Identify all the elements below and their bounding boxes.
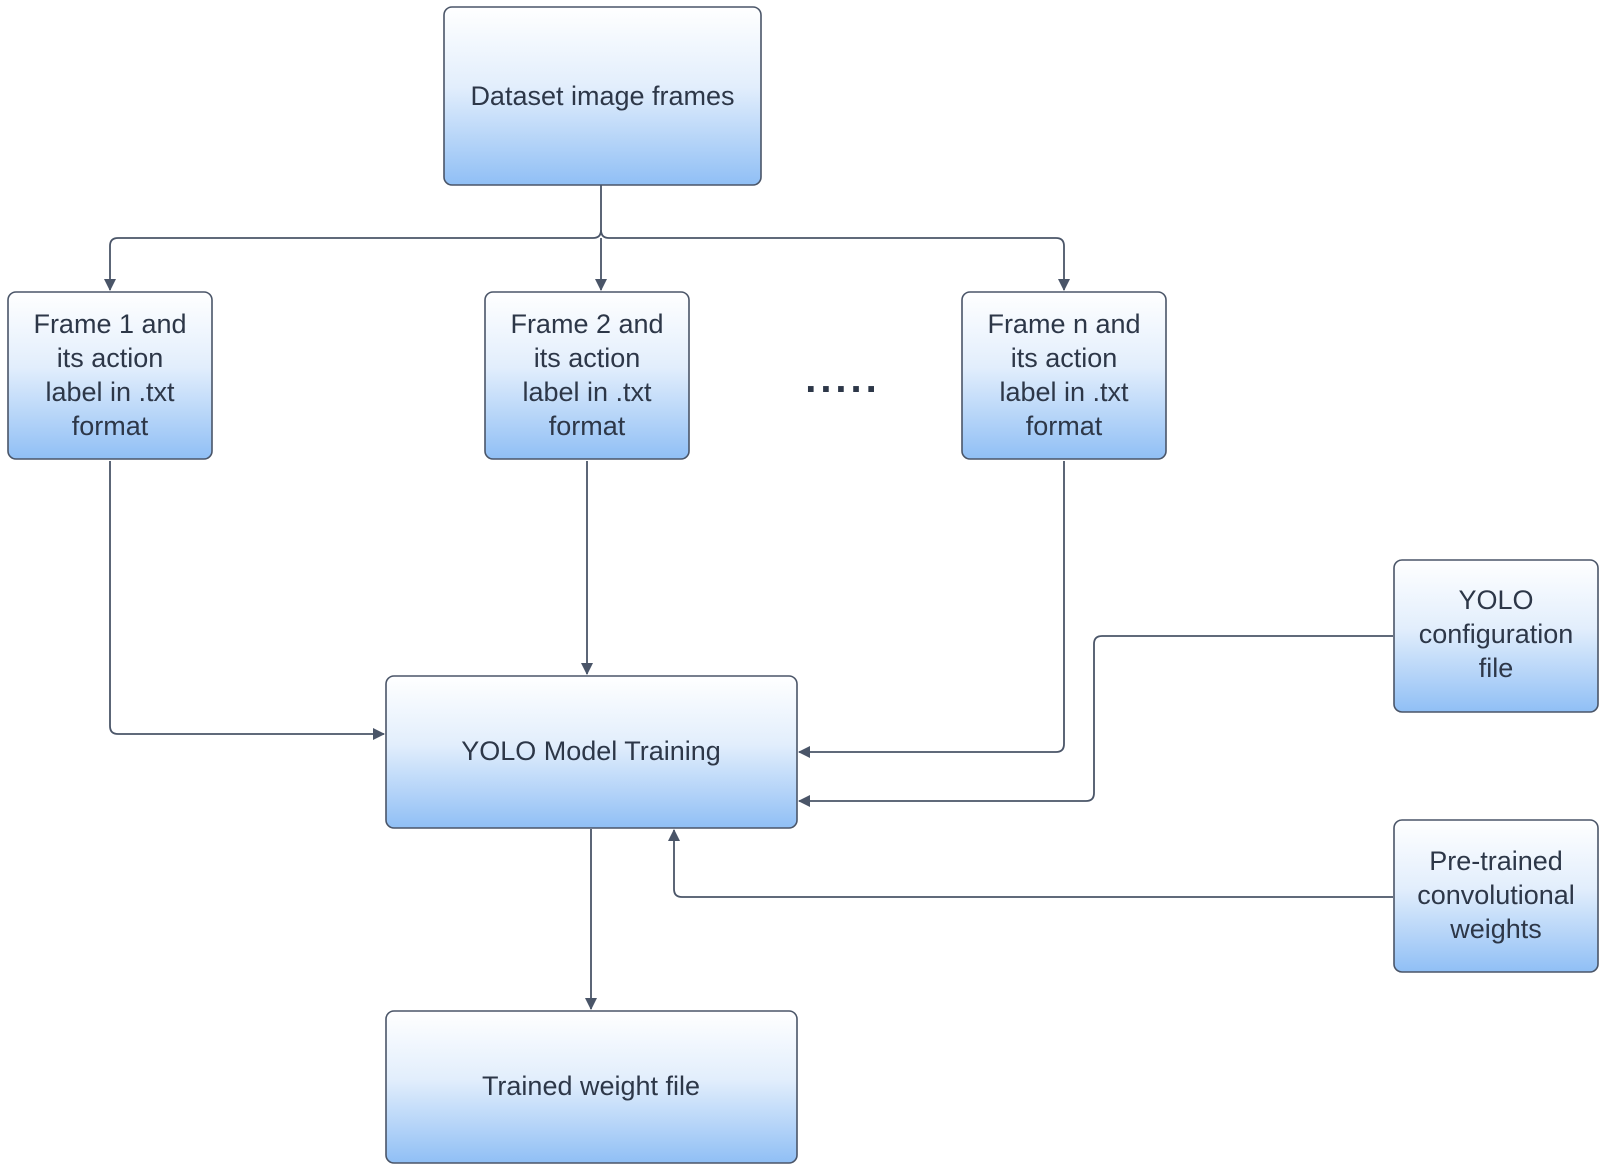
node-training: YOLO Model Training — [385, 675, 798, 829]
node-frame2: Frame 2 and its action label in .txt format — [484, 291, 690, 460]
node-config-label: YOLO configuration file — [1419, 585, 1574, 683]
node-training-label: YOLO Model Training — [461, 736, 721, 766]
frame2-label-line: format — [549, 411, 626, 441]
node-dataset-label: Dataset image frames — [470, 81, 734, 111]
frame1-label-line: label in .txt — [45, 377, 175, 407]
training-label-line: YOLO Model Training — [461, 736, 721, 766]
edge-config-to-training — [798, 635, 1393, 807]
pretrained-label-line: weights — [1449, 914, 1542, 944]
node-frame1-label: Frame 1 and its action label in .txt format — [33, 309, 186, 441]
framen-label-line: Frame n and — [987, 309, 1140, 339]
node-output: Trained weight file — [385, 1010, 798, 1164]
config-label-line: configuration — [1419, 619, 1574, 649]
dataset-label-line: Dataset image frames — [470, 81, 734, 111]
node-config: YOLO configuration file — [1393, 559, 1599, 713]
edges — [104, 185, 1393, 1010]
ellipsis-more-frames: ..... — [805, 357, 881, 401]
node-frame1: Frame 1 and its action label in .txt format — [7, 291, 213, 460]
config-label-line: file — [1479, 653, 1514, 683]
frame1-label-line: its action — [57, 343, 164, 373]
frame1-label-line: format — [72, 411, 149, 441]
framen-label-line: its action — [1011, 343, 1118, 373]
node-framen-label: Frame n and its action label in .txt format — [987, 309, 1140, 441]
config-label-line: YOLO — [1458, 585, 1533, 615]
node-dataset: Dataset image frames — [443, 6, 762, 186]
pretrained-label-line: convolutional — [1417, 880, 1575, 910]
node-framen: Frame n and its action label in .txt format — [961, 291, 1167, 460]
nodes: Dataset image frames Frame 1 and its acti… — [7, 6, 1599, 1164]
edge-frame1-to-training — [109, 461, 385, 740]
frame2-label-line: its action — [534, 343, 641, 373]
edge-dataset-to-framen — [600, 229, 1070, 291]
edge-pretrained-to-training — [668, 829, 1393, 898]
node-output-label: Trained weight file — [482, 1071, 700, 1101]
framen-label-line: format — [1026, 411, 1103, 441]
output-label-line: Trained weight file — [482, 1071, 700, 1101]
node-frame2-label: Frame 2 and its action label in .txt format — [510, 309, 663, 441]
frame2-label-line: Frame 2 and — [510, 309, 663, 339]
node-pretrained-label: Pre-trained convolutional weights — [1417, 846, 1575, 944]
frame2-label-line: label in .txt — [522, 377, 652, 407]
framen-label-line: label in .txt — [999, 377, 1129, 407]
pretrained-label-line: Pre-trained — [1429, 846, 1563, 876]
edge-framen-to-training — [798, 461, 1065, 758]
frame1-label-line: Frame 1 and — [33, 309, 186, 339]
node-pretrained: Pre-trained convolutional weights — [1393, 819, 1599, 973]
edge-dataset-trunk — [104, 185, 602, 291]
